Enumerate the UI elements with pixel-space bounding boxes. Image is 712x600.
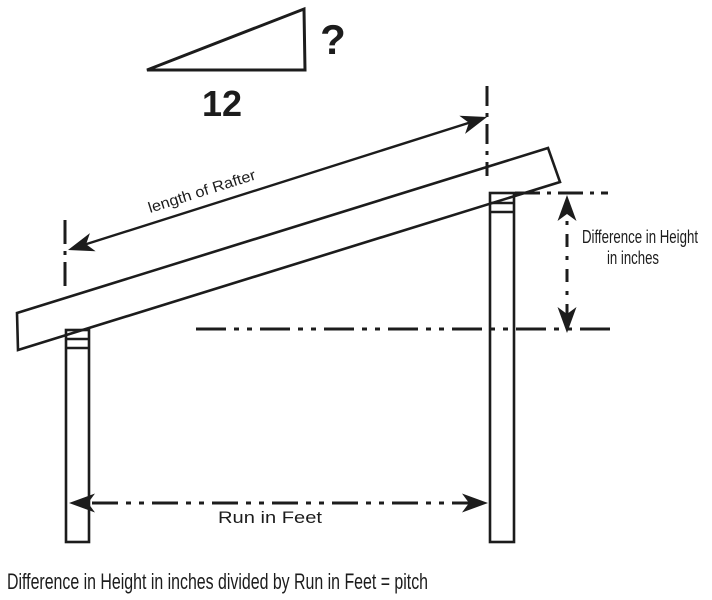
right-post-outline [488, 191, 516, 544]
run-arrowhead-right [462, 493, 488, 513]
rafter-length-arrowhead-lower [68, 233, 96, 252]
height-arrowhead-down [557, 307, 577, 333]
rafter-length-arrowhead-upper [459, 115, 487, 134]
height-arrowhead-up [557, 195, 577, 221]
left-post-outline [64, 328, 91, 544]
base-12-label: 12 [202, 83, 242, 124]
triangle-shape [146, 6, 307, 72]
run-label: Run in Feet [218, 508, 322, 527]
right-post [488, 191, 516, 544]
left-post [64, 328, 91, 544]
run-arrowhead-left [69, 493, 95, 513]
pitch-formula-caption: Difference in Height in inches divided b… [7, 569, 428, 594]
rafter-length-dimension: length of Rafter [63, 86, 489, 292]
run-dimension: Run in Feet [69, 493, 488, 527]
height-label-line1: Difference in Height [582, 227, 698, 247]
rise-question-label: ? [320, 16, 346, 63]
height-label-line2: in inches [607, 248, 659, 268]
height-difference-dimension: Difference in Height in inches [196, 191, 698, 333]
rafter-length-dimension-line [73, 117, 482, 250]
rafter-length-label: length of Rafter [146, 167, 258, 217]
rafter-board [15, 146, 562, 352]
pitch-ratio-triangle: ? 12 [146, 6, 346, 124]
